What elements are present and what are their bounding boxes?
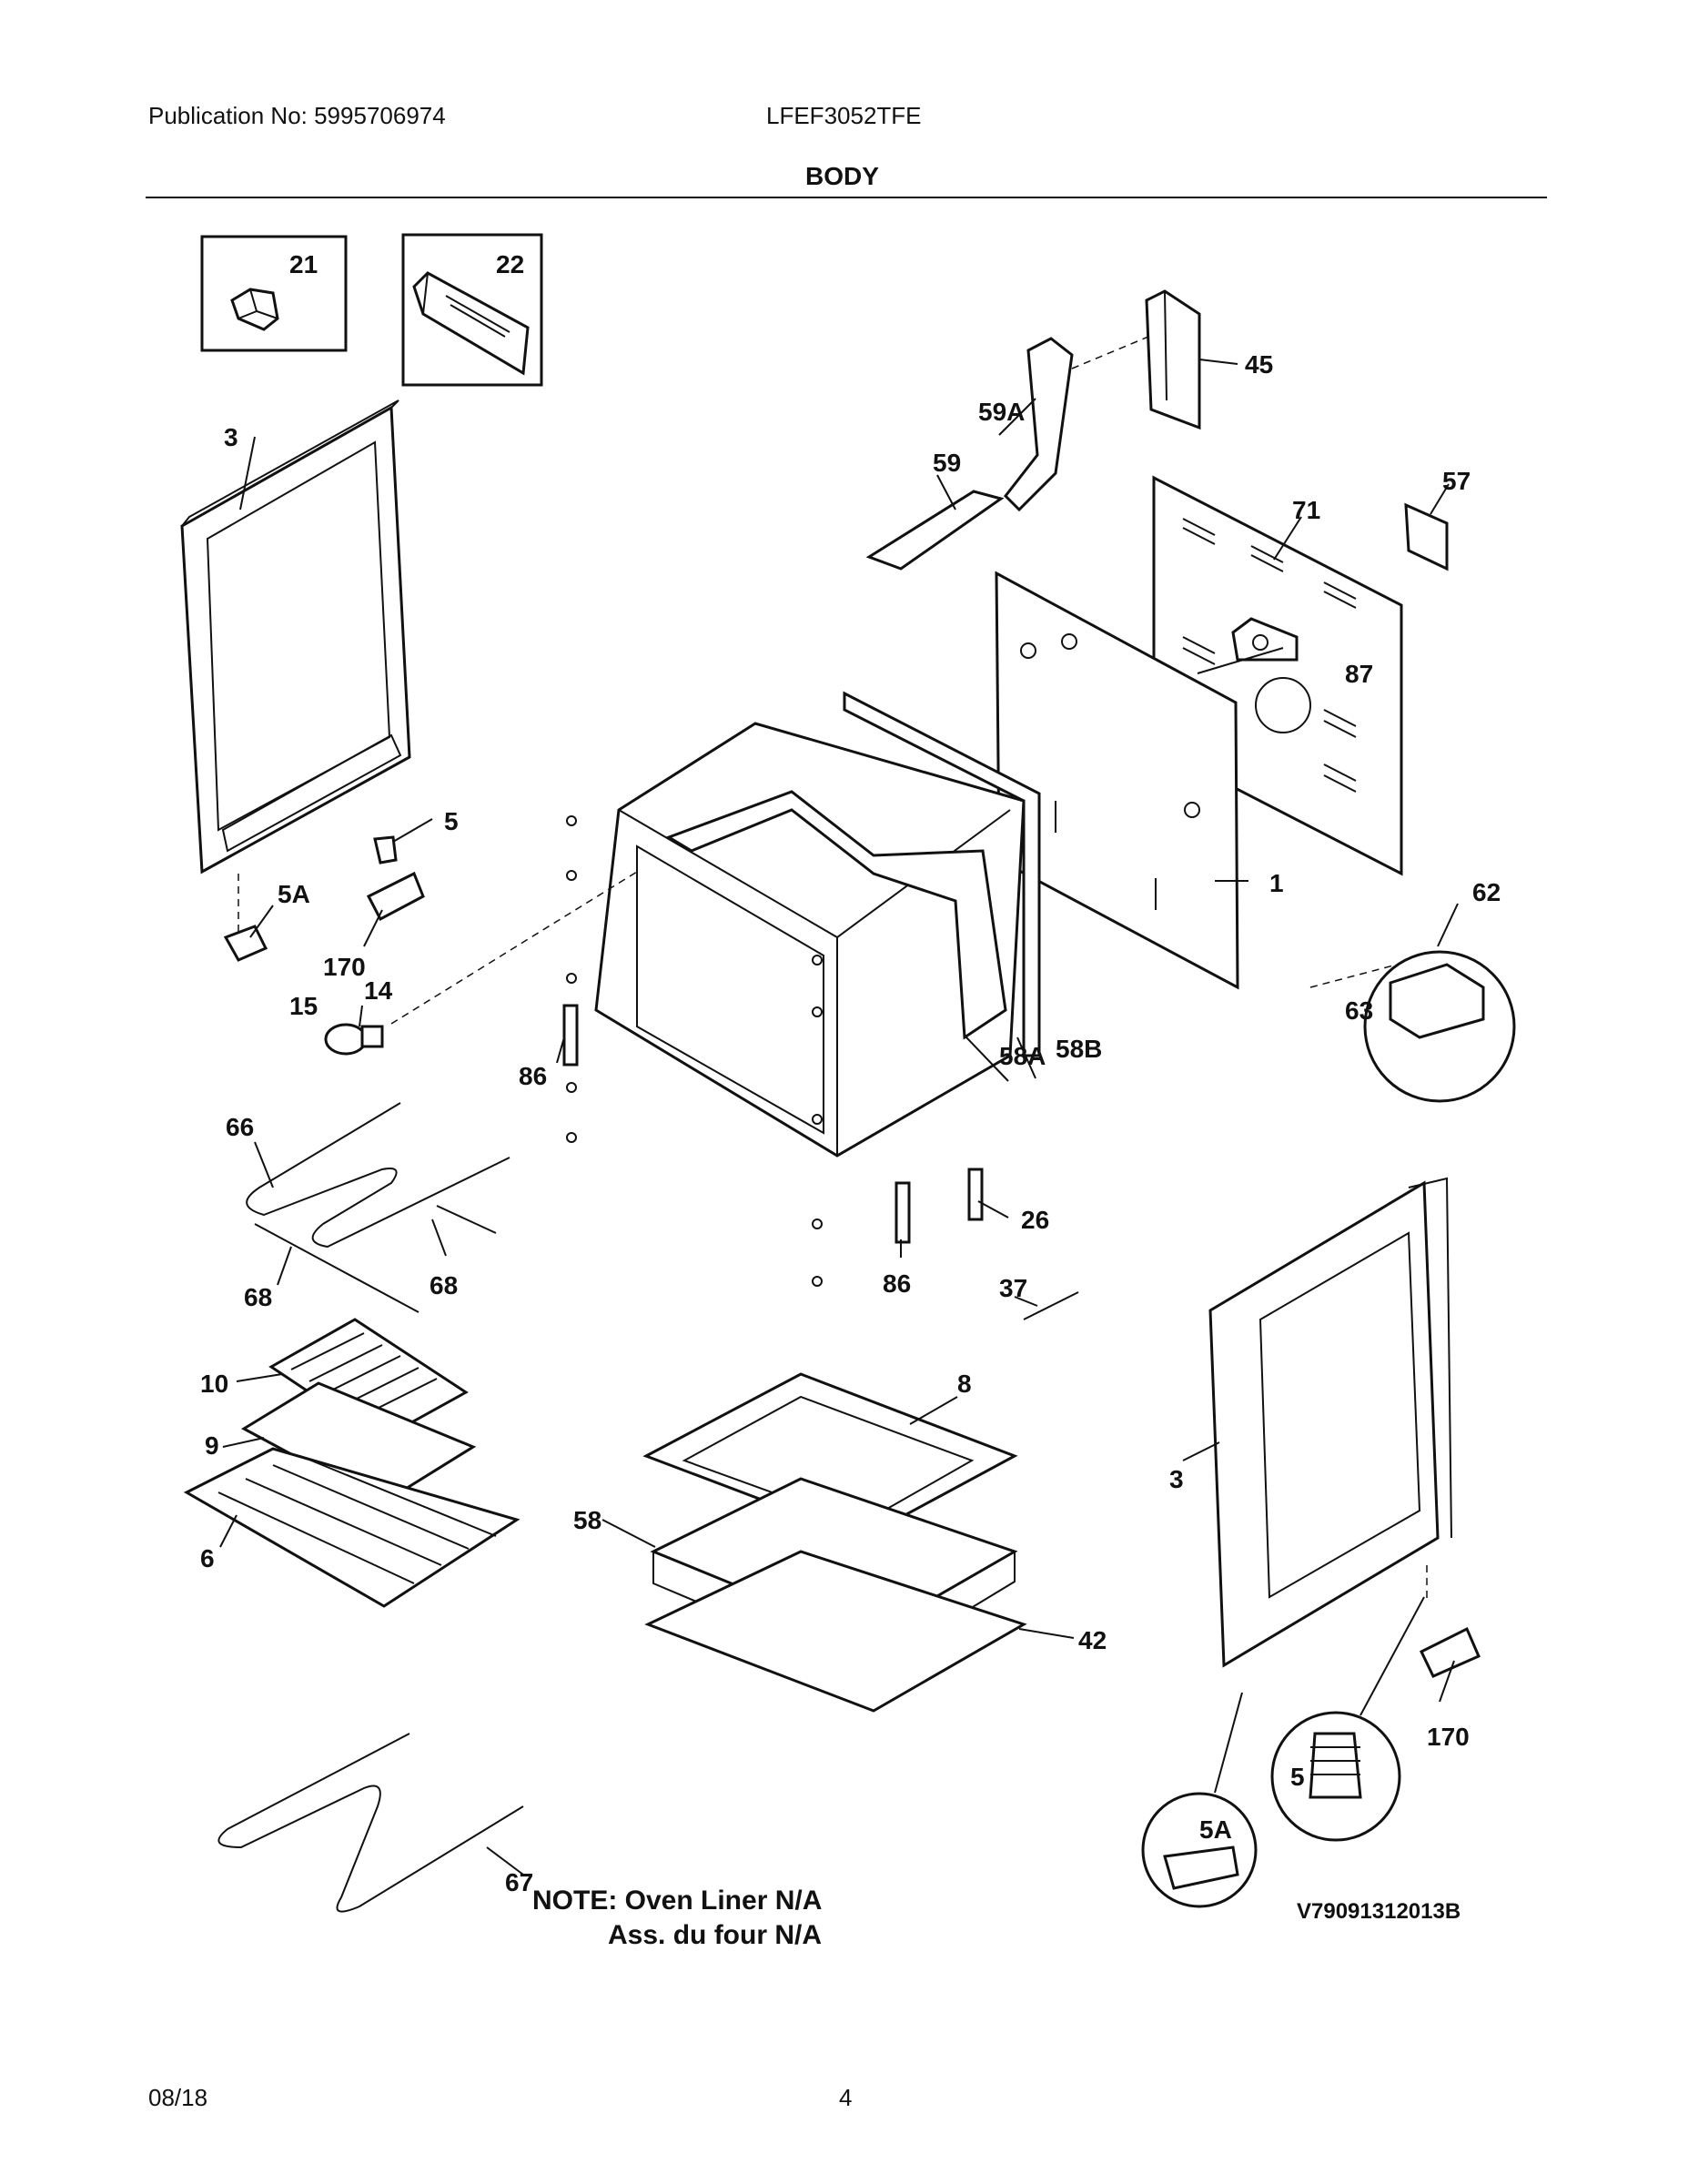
callout-9: 9 [205,1431,219,1460]
callout-3-right: 3 [1169,1465,1184,1493]
part-5-leveler [373,835,398,864]
callout-86-left: 86 [519,1062,547,1090]
callout-1: 1 [1269,869,1284,897]
part-37-sensor [1023,1291,1079,1320]
callout-58b: 58B [1056,1035,1102,1063]
callout-58: 58 [573,1506,601,1534]
part-67-broil-element [217,1733,524,1913]
part-59-duct [865,490,1005,571]
part-21-inset [200,235,348,352]
callout-8: 8 [957,1370,972,1398]
callout-71: 71 [1292,496,1320,524]
diagram-code: V79091312013B [1297,1899,1461,1924]
callout-21: 21 [289,250,318,278]
callout-5-inset: 5 [1290,1763,1305,1791]
callout-6: 6 [200,1544,215,1572]
footer-page-number: 4 [839,2084,853,2111]
callout-66: 66 [226,1113,254,1141]
part-1-rear-panel [995,571,1239,990]
publication-number: Publication No: 5995706974 [148,102,446,129]
callout-87: 87 [1345,660,1373,688]
callout-26: 26 [1021,1206,1049,1234]
callout-5a-inset: 5A [1199,1815,1232,1844]
callout-3-left: 3 [224,423,238,451]
callout-68-left: 68 [244,1283,272,1311]
part-57-cover [1404,502,1449,571]
section-title: BODY [805,162,879,190]
assembly-lines [238,336,1428,1602]
part-59a-duct [1004,337,1074,512]
part-5-leveler-inset [1270,1711,1401,1842]
part-68-element-bracket [254,1205,497,1313]
part-42-drawer-bottom [644,1550,1027,1713]
part-170-hinge-receiver-right [1420,1626,1481,1678]
model-number: LFEF3052TFE [766,102,922,129]
callout-59a: 59A [978,398,1025,426]
callout-68-right: 68 [430,1271,458,1299]
part-170-hinge-receiver [366,871,425,922]
callout-170-right: 170 [1427,1723,1470,1751]
callout-labels: 21 22 3 45 59A 59 57 71 87 5 5A 1 62 170… [200,250,1501,1896]
part-5a-bracket [223,925,268,962]
part-26-hinge [967,1168,984,1221]
callout-86-right: 86 [883,1269,911,1298]
part-86-hinge-right [895,1181,911,1244]
callout-62: 62 [1472,878,1501,906]
part-45-bracket [1145,289,1201,430]
callout-59: 59 [933,449,961,477]
callout-63: 63 [1345,996,1373,1025]
callout-5-left: 5 [444,807,459,835]
note-line-2: Ass. du four N/A [608,1920,822,1950]
footer-date: 08/18 [148,2084,208,2111]
part-58b-insulation [843,691,1041,1057]
callout-15: 15 [289,992,318,1020]
note-line-1: NOTE: Oven Liner N/A [532,1886,822,1916]
callout-10: 10 [200,1370,228,1398]
part-86-hinge-left [562,1004,579,1067]
callout-67: 67 [505,1868,533,1896]
part-5a-bracket-inset [1141,1792,1258,1908]
part-62-terminal-block-inset [1363,950,1516,1103]
callout-37: 37 [999,1274,1027,1302]
callout-5a-left: 5A [278,880,310,908]
leader-lines [219,359,1459,1876]
part-22-inset [401,233,543,387]
part-66-bake-element [246,1102,510,1249]
part-3-right-door [1208,1177,1452,1668]
callout-45: 45 [1245,350,1273,379]
callout-170-left: 170 [323,953,366,981]
callout-22: 22 [496,250,524,278]
callout-42: 42 [1078,1626,1107,1654]
callout-14: 14 [364,976,393,1005]
oven-liner [594,722,1026,1158]
callout-57: 57 [1442,467,1471,495]
part-14-15-lamp [324,1023,384,1056]
callout-58a: 58A [999,1042,1046,1070]
header-rule [146,197,1547,198]
part-6-oven-rack [183,1447,521,1608]
part-3-left-door [180,399,411,875]
